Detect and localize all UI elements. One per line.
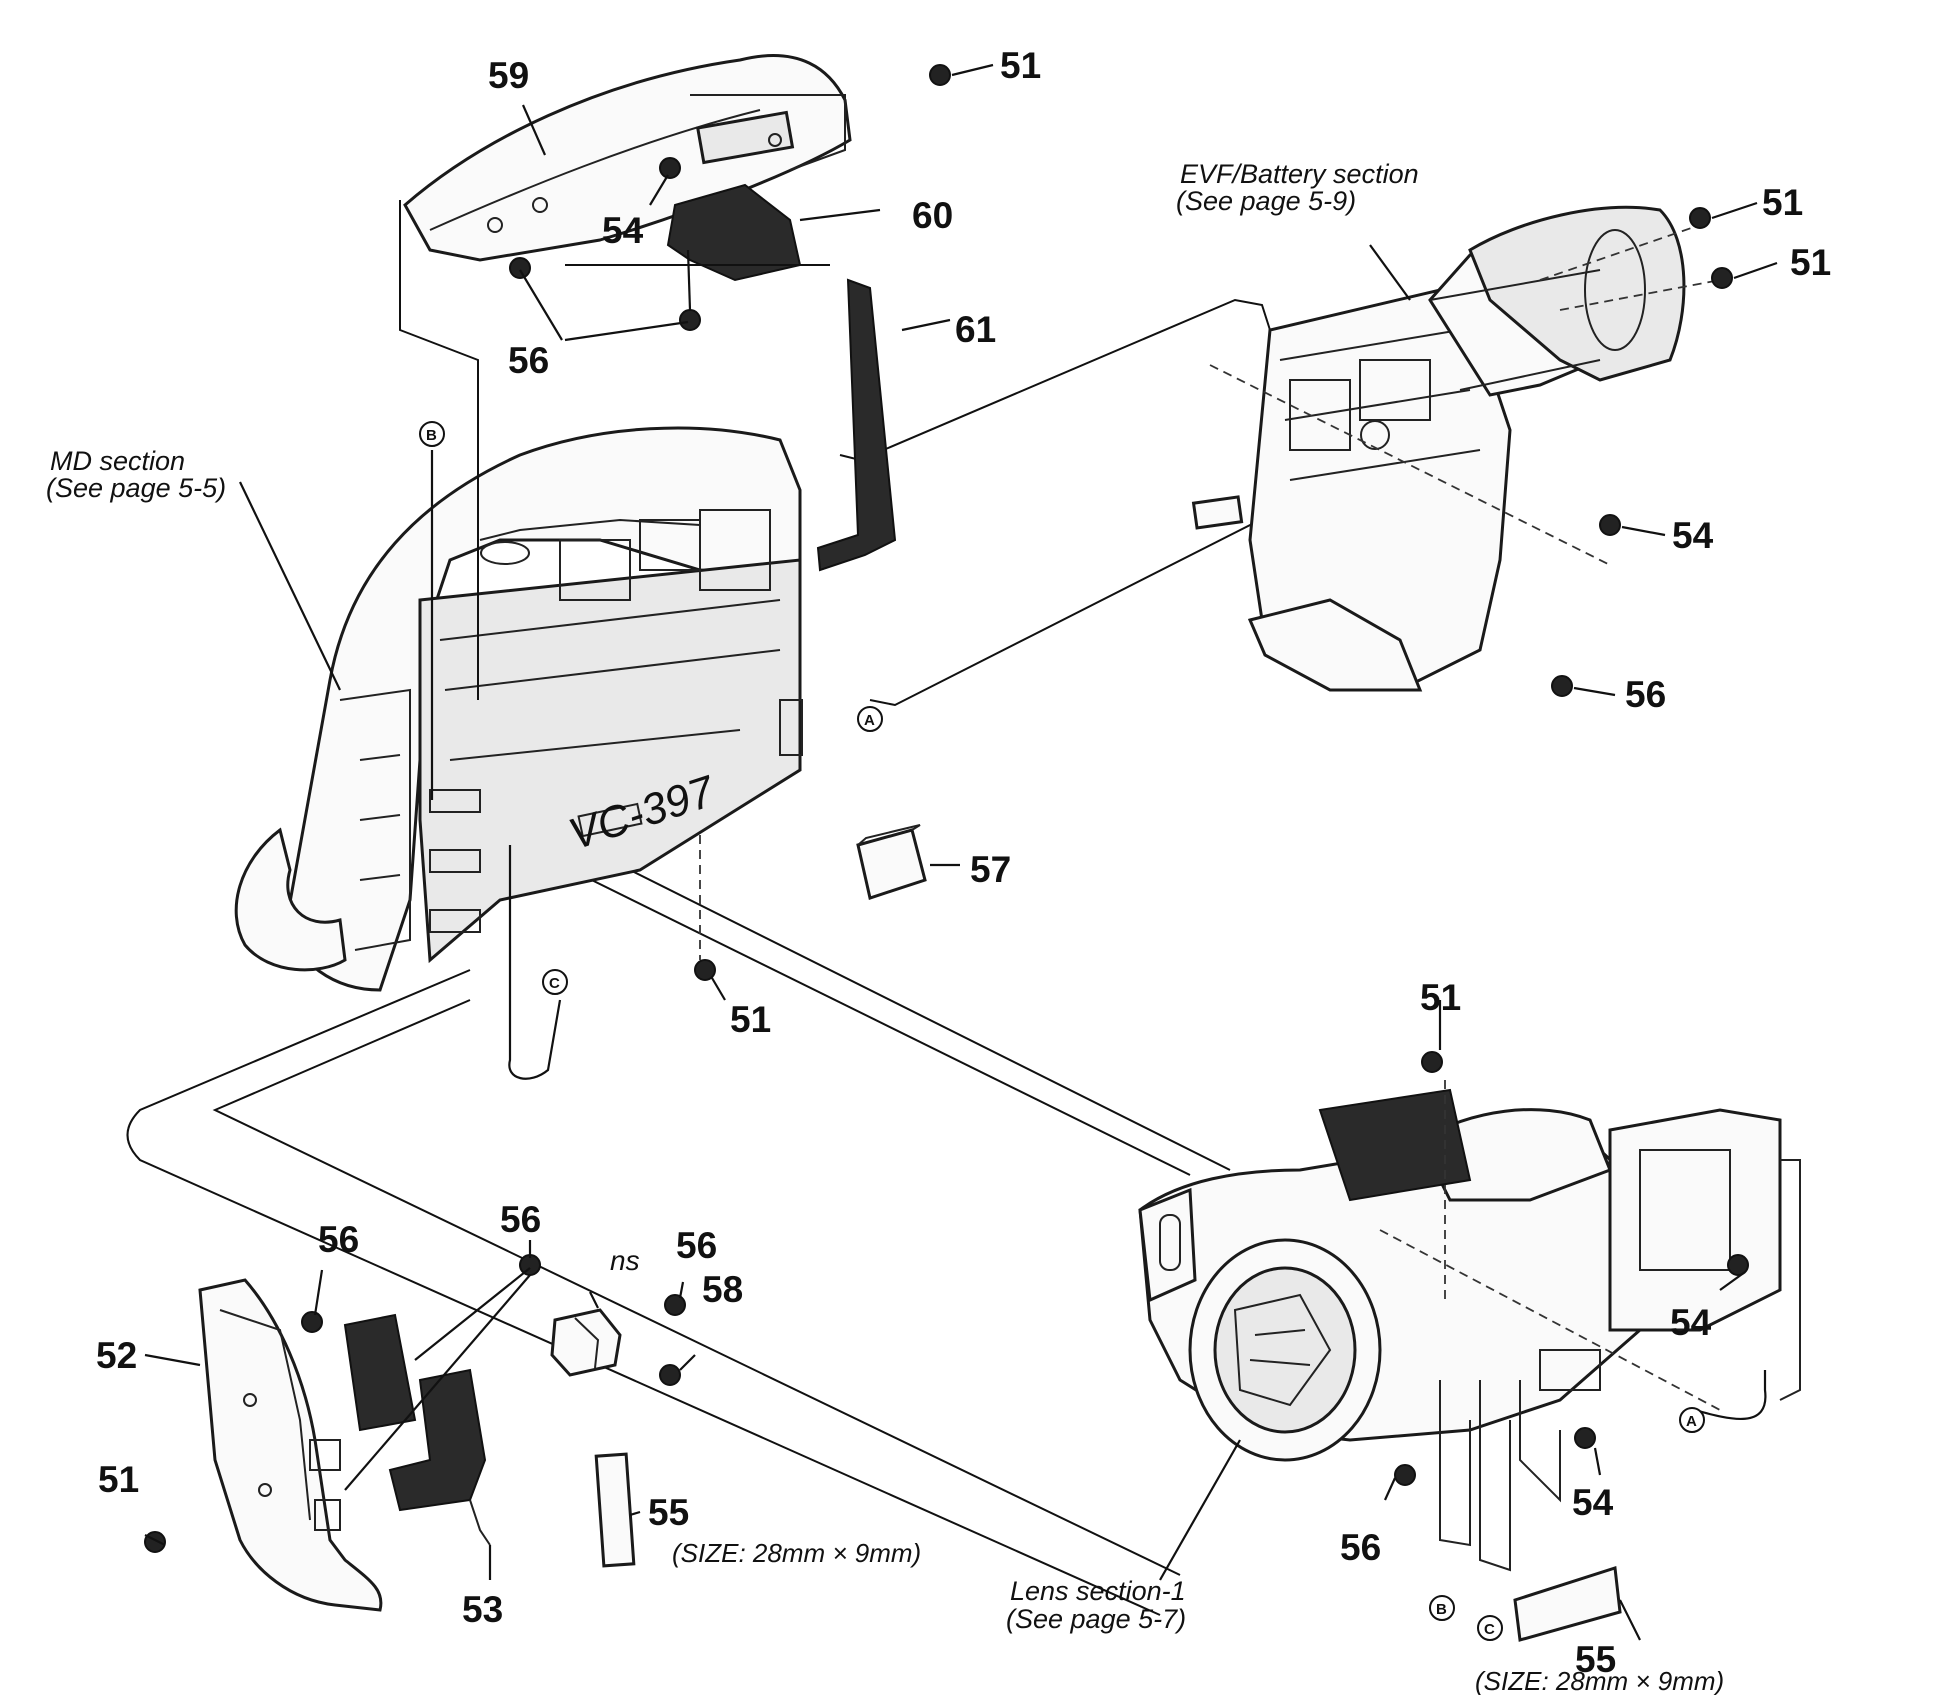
label-60: 60 xyxy=(912,195,953,236)
connector-a-lens: A xyxy=(1679,1407,1705,1433)
screw-54-lens-b xyxy=(1574,1427,1596,1449)
screw-56-lens xyxy=(1394,1464,1416,1486)
label-51-mid: 51 xyxy=(730,999,771,1040)
screw-51-lens xyxy=(1421,1051,1443,1073)
label-54-evf: 54 xyxy=(1672,515,1714,556)
svg-text:A: A xyxy=(864,712,875,729)
label-55-left: 55 xyxy=(648,1492,689,1533)
connector-c-body: C xyxy=(542,969,568,995)
label-59: 59 xyxy=(488,55,529,96)
svg-text:B: B xyxy=(426,427,437,444)
label-56-bl-a: 56 xyxy=(500,1199,541,1240)
label-ns: ns xyxy=(610,1245,640,1276)
flat-cable-c xyxy=(126,969,1181,1616)
lens-section-page: (See page 5-7) xyxy=(1006,1604,1186,1634)
md-section-title: MD section xyxy=(50,446,185,476)
pad-57 xyxy=(856,824,927,900)
screw-56-top-a xyxy=(509,257,531,279)
screw-51-top xyxy=(929,64,951,86)
connector-b-lens: B xyxy=(1429,1595,1455,1621)
label-56-lens: 56 xyxy=(1340,1527,1381,1568)
svg-text:C: C xyxy=(1484,1621,1495,1638)
size-note-right: (SIZE: 28mm × 9mm) xyxy=(1475,1666,1724,1695)
lens-section xyxy=(1138,1080,1801,1572)
screw-54-evf xyxy=(1599,514,1621,536)
label-53: 53 xyxy=(462,1589,503,1630)
label-54-lens-b: 54 xyxy=(1572,1482,1614,1523)
screw-56-bl-b xyxy=(301,1311,323,1333)
label-58: 58 xyxy=(702,1269,743,1310)
evf-battery-section xyxy=(1191,205,1721,692)
label-55-right: 55 xyxy=(1575,1639,1616,1680)
guide-lines xyxy=(399,200,1767,1421)
label-51-lens: 51 xyxy=(1420,977,1461,1018)
evf-section-title: EVF/Battery section xyxy=(1180,159,1419,189)
label-56-evf: 56 xyxy=(1625,674,1666,715)
label-56-bl-c: 56 xyxy=(676,1225,717,1266)
sticker-55-left xyxy=(594,1452,636,1568)
board-53 xyxy=(343,1313,491,1546)
screw-58 xyxy=(659,1364,681,1386)
screw-51-bl xyxy=(144,1531,166,1553)
switch-ns xyxy=(550,1308,622,1377)
label-52: 52 xyxy=(96,1335,137,1376)
flex-cable-61 xyxy=(816,278,897,572)
label-54-lens-a: 54 xyxy=(1670,1302,1712,1343)
size-note-left: (SIZE: 28mm × 9mm) xyxy=(672,1538,921,1568)
screw-54-top xyxy=(659,157,681,179)
svg-text:C: C xyxy=(549,975,560,992)
side-panel-52 xyxy=(198,1278,383,1612)
svg-text:B: B xyxy=(1436,1601,1447,1618)
connector-b-body: B xyxy=(419,421,445,447)
label-51-evf-b: 51 xyxy=(1790,242,1831,283)
md-section-page: (See page 5-5) xyxy=(46,473,226,503)
sticker-55-right xyxy=(1513,1566,1622,1642)
lens-section-title: Lens section-1 xyxy=(1010,1576,1186,1606)
leader-lines xyxy=(144,63,1778,1641)
screw-51-mid xyxy=(694,959,716,981)
label-56-bl-b: 56 xyxy=(318,1219,359,1260)
screw-54-lens-a xyxy=(1727,1254,1749,1276)
screw-56-top-b xyxy=(679,309,701,331)
screw-56-evf xyxy=(1551,675,1573,697)
screw-51-evf-b xyxy=(1711,267,1733,289)
screw-51-evf-a xyxy=(1689,207,1711,229)
connector-a-body: A xyxy=(857,706,883,732)
evf-section-page: (See page 5-9) xyxy=(1176,186,1356,216)
connector-c-lens: C xyxy=(1477,1615,1503,1641)
label-51-bl: 51 xyxy=(98,1459,139,1500)
label-57: 57 xyxy=(970,849,1011,890)
label-51-evf-a: 51 xyxy=(1762,182,1803,223)
top-cover-59 xyxy=(403,54,852,262)
label-51-top: 51 xyxy=(1000,45,1041,86)
screw-56-bl-c xyxy=(664,1294,686,1316)
svg-text:A: A xyxy=(1686,1413,1697,1430)
label-61: 61 xyxy=(955,309,996,350)
main-chassis: VC-397 xyxy=(234,426,803,992)
label-56-top: 56 xyxy=(508,340,549,381)
label-54-top: 54 xyxy=(602,210,644,251)
screws xyxy=(144,64,1749,1553)
board-60 xyxy=(666,183,802,282)
